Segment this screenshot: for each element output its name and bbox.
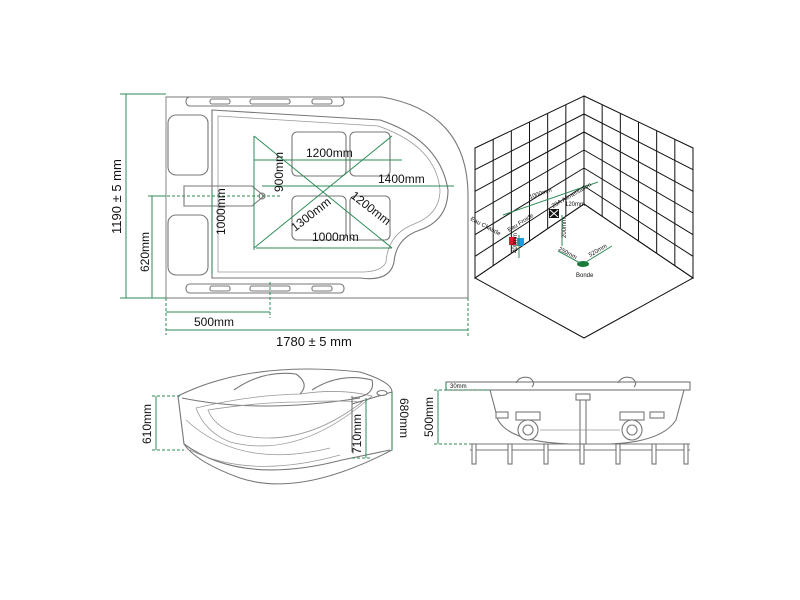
room-dim-d-label: 520mm [588,244,608,259]
persp-dim-610-label: 610mm [140,404,154,444]
height-label: 1190 ± 5 mm [109,159,124,234]
drain-label: Bonde [576,273,594,279]
tub-outline [165,96,469,299]
dim-1000-horizontal-label: 1000mm [312,230,359,244]
support-legs [471,443,689,465]
dim-1200-diagonal-label: 1200mm [348,188,393,228]
pump-left [495,411,541,441]
top-rail [185,96,345,107]
room-corner-view: 1000mm 20A Alimentation 400mm 200mm 250m… [469,95,694,339]
bottom-rail [185,283,345,294]
dim-620-label: 620mm [138,232,152,272]
headrest-top [167,114,209,176]
side-dim-30-label: 30mm [450,384,467,390]
dim-500-label: 500mm [194,315,234,329]
room-dim-a-label: 400mm [513,233,519,253]
dim-1400-label: 1400mm [378,172,425,186]
room-dim-b-label: 200mm [562,218,568,238]
dim-1000-vertical-label: 1000mm [214,188,228,235]
persp-dim-710-label: 710mm [350,414,364,454]
perspective-view: 610mm 710mm 680mm [140,368,411,485]
cold-water-marker [517,238,524,246]
width-label: 1780 ± 5 mm [276,334,352,349]
inner-basin [211,109,449,280]
hot-water-marker [509,237,516,245]
side-dim-500-label: 500mm [422,397,436,437]
pump-right [619,411,665,441]
room-dim-c-label: 250mm [557,246,577,261]
persp-dim-680-label: 680mm [397,398,411,438]
dim-900-label: 900mm [272,152,286,192]
dim-1200-label: 1200mm [306,146,353,160]
plan-view: 1200mm 1400mm 900mm 1000mm 1300mm 1200mm… [109,93,469,349]
room-dim-e-label: 120mm [565,202,585,208]
tile-grid [474,104,694,266]
hot-water-label: Eau Chaude [469,216,502,237]
side-view: 500mm 30mm [422,376,691,465]
headrest-bottom [167,214,209,276]
